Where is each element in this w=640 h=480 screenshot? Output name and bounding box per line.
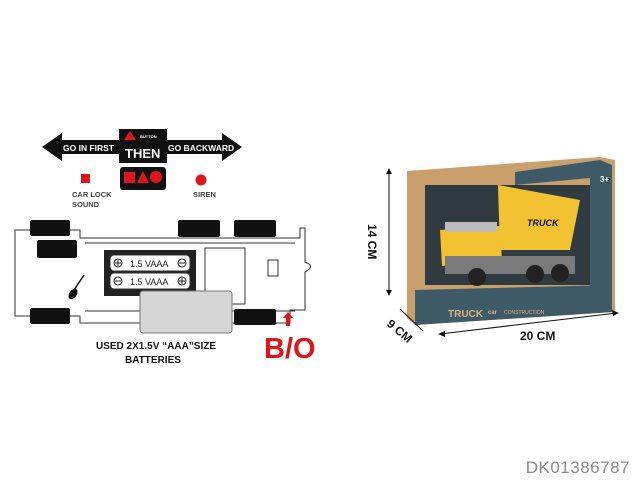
go-first-label: GO IN FIRST xyxy=(63,143,115,153)
triangle-button-icon xyxy=(124,131,136,140)
lock-sound-square-icon xyxy=(81,174,90,183)
battery-note-line2: BATTERIES xyxy=(125,355,181,366)
screwdriver-icon xyxy=(68,274,85,300)
sound-label: SOUND xyxy=(72,200,100,209)
triangle-button-icon xyxy=(137,171,149,183)
width-dimension: 20 CM xyxy=(520,329,555,343)
then-label: THEN xyxy=(125,146,160,161)
box-brand: TRUCK xyxy=(448,309,484,320)
then-box xyxy=(119,129,167,163)
box-brand-suffix: car xyxy=(488,310,498,316)
switch-arrow-icon xyxy=(283,312,293,326)
product-photo: TRUCK 3+ TRUCK car CONSTRUCTION xyxy=(407,157,615,325)
dimension-arrows xyxy=(386,168,619,337)
battery-polarity-icons xyxy=(113,258,187,286)
siren-circle-icon xyxy=(195,174,207,186)
battery-cover xyxy=(139,290,233,334)
sku-label: DK01386787 xyxy=(525,458,630,477)
battery-compartment: 1.5 VAAA 1.5 VAAA xyxy=(104,250,196,296)
height-dimension: 14 CM xyxy=(365,224,379,259)
siren-label: SIREN xyxy=(193,190,216,199)
truck-label: TRUCK xyxy=(527,218,560,228)
go-backward-label: GO BACKWARD xyxy=(168,143,234,153)
car-lock-label: CAR LOCK xyxy=(72,190,112,199)
switch-label: B/O xyxy=(264,333,316,365)
battery-2-label: 1.5 VAAA xyxy=(130,277,168,287)
square-button-icon xyxy=(124,172,135,183)
box-subtitle: CONSTRUCTION xyxy=(504,310,545,316)
battery-1-label: 1.5 VAAA xyxy=(130,259,168,269)
circle-button-icon xyxy=(150,171,162,183)
button-small-label: BUTTON xyxy=(140,134,157,139)
battery-note-line1: USED 2X1.5V “AAA”SIZE xyxy=(96,341,216,352)
age-label: 3+ xyxy=(600,175,609,184)
